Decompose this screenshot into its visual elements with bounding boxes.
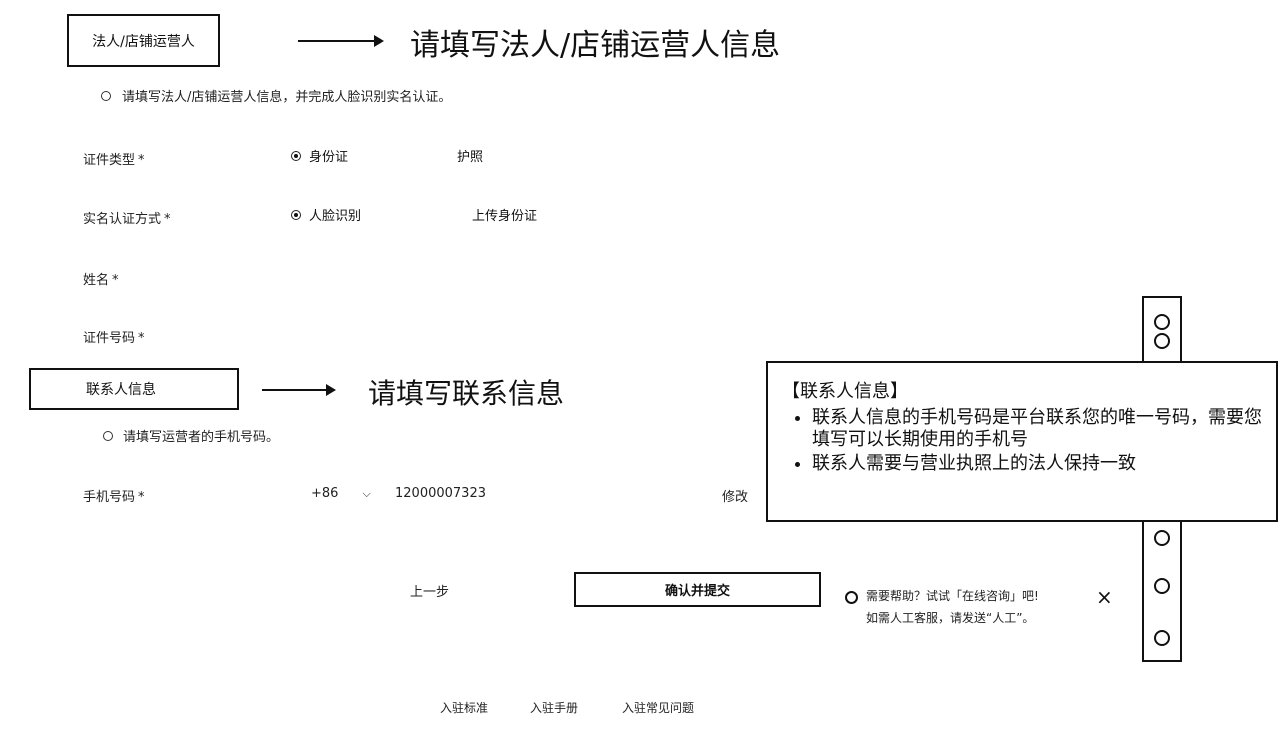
side-tab-icon[interactable]	[1154, 314, 1170, 330]
phone-label: 手机号码*	[83, 490, 145, 505]
side-tab-icon[interactable]	[1154, 333, 1170, 349]
legal-person-box: 法人/店铺运营人	[67, 14, 220, 67]
contact-info-popup: 【联系人信息】 联系人信息的手机号码是平台联系您的唯一号码，需要您填写可以长期使…	[766, 361, 1278, 522]
contact-tip: 请填写运营者的手机号码。	[123, 430, 280, 445]
phone-input[interactable]: 12000007323	[395, 486, 486, 501]
footer-link-standard[interactable]: 入驻标准	[440, 701, 489, 715]
id-type-label: 证件类型*	[83, 153, 145, 168]
name-input[interactable]	[300, 262, 700, 292]
id-type-option-idcard[interactable]: 身份证	[291, 146, 348, 165]
submit-button[interactable]: 确认并提交	[574, 572, 821, 607]
verify-method-option-face[interactable]: 人脸识别	[291, 205, 361, 224]
legal-person-box-label: 法人/店铺运营人	[92, 33, 195, 50]
contact-info-box-label: 联系人信息	[86, 382, 156, 398]
phone-edit-link[interactable]: 修改	[722, 490, 749, 505]
id-number-input[interactable]	[300, 320, 700, 350]
popup-title: 【联系人信息】	[782, 381, 908, 402]
legal-person-callout: 请填写法人/店铺运营人信息	[410, 28, 781, 63]
side-tab-icon[interactable]	[1154, 630, 1170, 646]
popup-list: 联系人信息的手机号码是平台联系您的唯一号码，需要您填写可以长期使用的手机号 联系…	[782, 407, 1262, 475]
country-code-select[interactable]: +86 ⌵	[311, 486, 371, 501]
verify-method-option-upload[interactable]: 上传身份证	[472, 209, 538, 224]
contact-callout: 请填写联系信息	[368, 377, 565, 410]
footer-link-faq[interactable]: 入驻常见问题	[622, 701, 695, 715]
prev-step-button[interactable]: 上一步	[410, 585, 450, 600]
side-tab-icon[interactable]	[1154, 530, 1170, 546]
id-number-label: 证件号码*	[83, 331, 145, 346]
legal-person-tip: 请填写法人/店铺运营人信息，并完成人脸识别实名认证。	[122, 90, 452, 105]
arrow-right-icon	[262, 384, 336, 396]
chevron-down-icon: ⌵	[362, 486, 371, 500]
info-icon	[103, 431, 113, 441]
headset-icon	[845, 591, 858, 604]
popup-list-item: 联系人信息的手机号码是平台联系您的唯一号码，需要您填写可以长期使用的手机号	[812, 407, 1262, 451]
popup-list-item: 联系人需要与营业执照上的法人保持一致	[812, 453, 1262, 475]
info-icon	[101, 91, 111, 101]
id-type-option-passport[interactable]: 护照	[457, 150, 484, 165]
radio-selected-icon	[291, 150, 301, 161]
close-icon[interactable]: ×	[1096, 585, 1113, 609]
name-label: 姓名*	[83, 273, 119, 288]
arrow-right-icon	[298, 35, 384, 47]
contact-info-box: 联系人信息	[29, 368, 239, 410]
side-tab-icon[interactable]	[1154, 578, 1170, 594]
help-line-1: 需要帮助？试试「在线咨询」吧!	[866, 589, 1039, 603]
radio-selected-icon	[291, 209, 301, 220]
help-line-2: 如需人工客服，请发送“人工”。	[866, 611, 1035, 625]
footer-link-manual[interactable]: 入驻手册	[530, 701, 579, 715]
verify-method-label: 实名认证方式*	[83, 212, 171, 227]
